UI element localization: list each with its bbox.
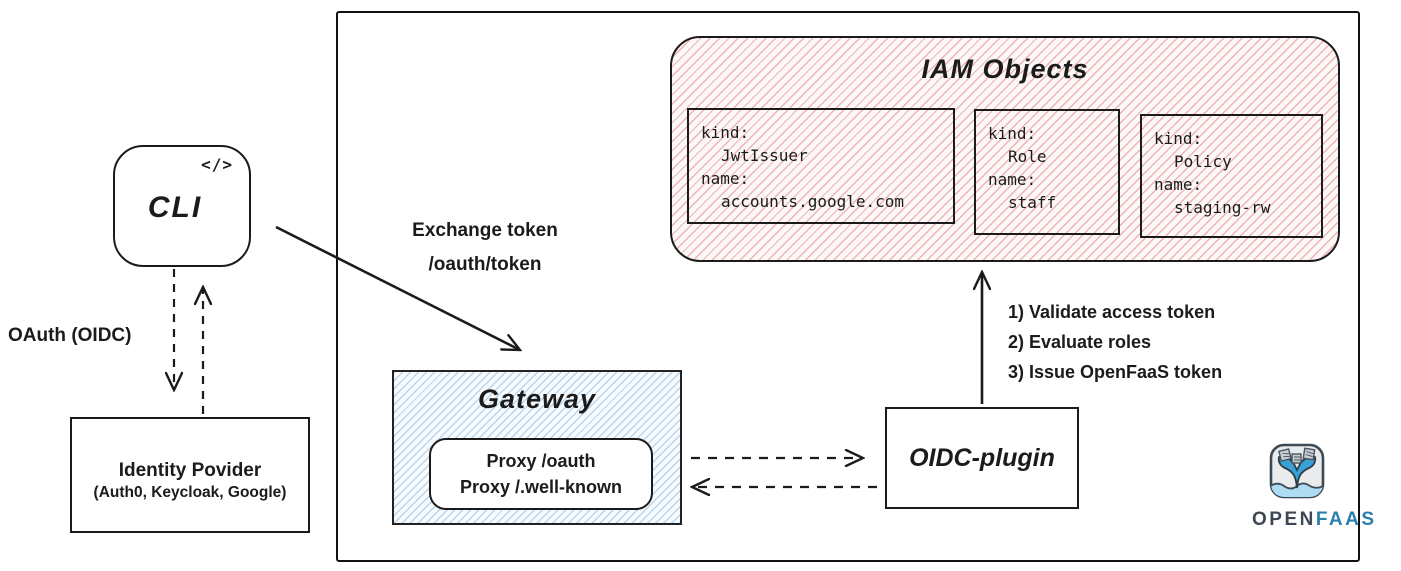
kind-value: JwtIssuer [721, 146, 808, 165]
openfaas-word-open: OPEN [1252, 509, 1316, 530]
cli-node: </> CLI [113, 145, 251, 267]
kind-label: kind: [988, 124, 1037, 143]
step-3: 3) Issue OpenFaaS token [1008, 362, 1223, 382]
iam-object-jwtissuer: kind: JwtIssuer name: accounts.google.co… [687, 108, 955, 224]
exchange-token-line2: /oauth/token [428, 254, 542, 275]
openfaas-whale-icon [1269, 443, 1325, 499]
kind-value: Role [1008, 147, 1047, 166]
name-label: name: [1154, 175, 1203, 194]
gateway-title: Gateway [477, 384, 597, 414]
oidc-plugin-label: OIDC-plugin [909, 443, 1055, 472]
kind-label: kind: [701, 123, 750, 142]
iam-objects-container: IAM Objects kind: JwtIssuer name: accoun… [670, 36, 1340, 262]
iam-objects-title: IAM Objects [921, 54, 1089, 84]
iam-object-role: kind: Role name: staff [974, 109, 1120, 235]
oidc-plugin-node: OIDC-plugin [885, 407, 1079, 509]
identity-provider-subtitle: (Auth0, Keycloak, Google) [93, 484, 287, 501]
cli-label: CLI [147, 191, 203, 224]
proxy-oauth-label: Proxy /oauth [486, 451, 596, 471]
code-icon: </> [201, 155, 233, 174]
plugin-steps-list: 1) Validate access token 2) Evaluate rol… [1008, 297, 1222, 387]
openfaas-word-faas: FAAS [1315, 509, 1377, 530]
oauth-oidc-label: OAuth (OIDC) [8, 325, 132, 346]
name-value: staging-rw [1174, 198, 1271, 217]
name-label: name: [701, 169, 750, 188]
gateway-proxy-box: Proxy /oauth Proxy /.well-known [429, 438, 653, 510]
iam-object-policy: kind: Policy name: staging-rw [1140, 114, 1323, 238]
name-label: name: [988, 170, 1037, 189]
proxy-wellknown-label: Proxy /.well-known [459, 477, 623, 497]
openfaas-logo: OPENFAAS [1252, 442, 1374, 531]
step-2: 2) Evaluate roles [1008, 332, 1152, 352]
exchange-token-label: Exchange token /oauth/token [385, 214, 585, 282]
identity-provider-title: Identity Povider [118, 460, 262, 481]
kind-value: Policy [1174, 152, 1232, 171]
kind-label: kind: [1154, 129, 1203, 148]
openfaas-wordmark: OPENFAAS [1252, 509, 1374, 531]
name-value: accounts.google.com [721, 192, 905, 211]
gateway-node: Gateway Proxy /oauth Proxy /.well-known [392, 370, 682, 525]
exchange-token-line1: Exchange token [412, 220, 558, 241]
step-1: 1) Validate access token [1008, 302, 1216, 322]
identity-provider-node: Identity Povider (Auth0, Keycloak, Googl… [70, 417, 310, 533]
name-value: staff [1008, 193, 1057, 212]
